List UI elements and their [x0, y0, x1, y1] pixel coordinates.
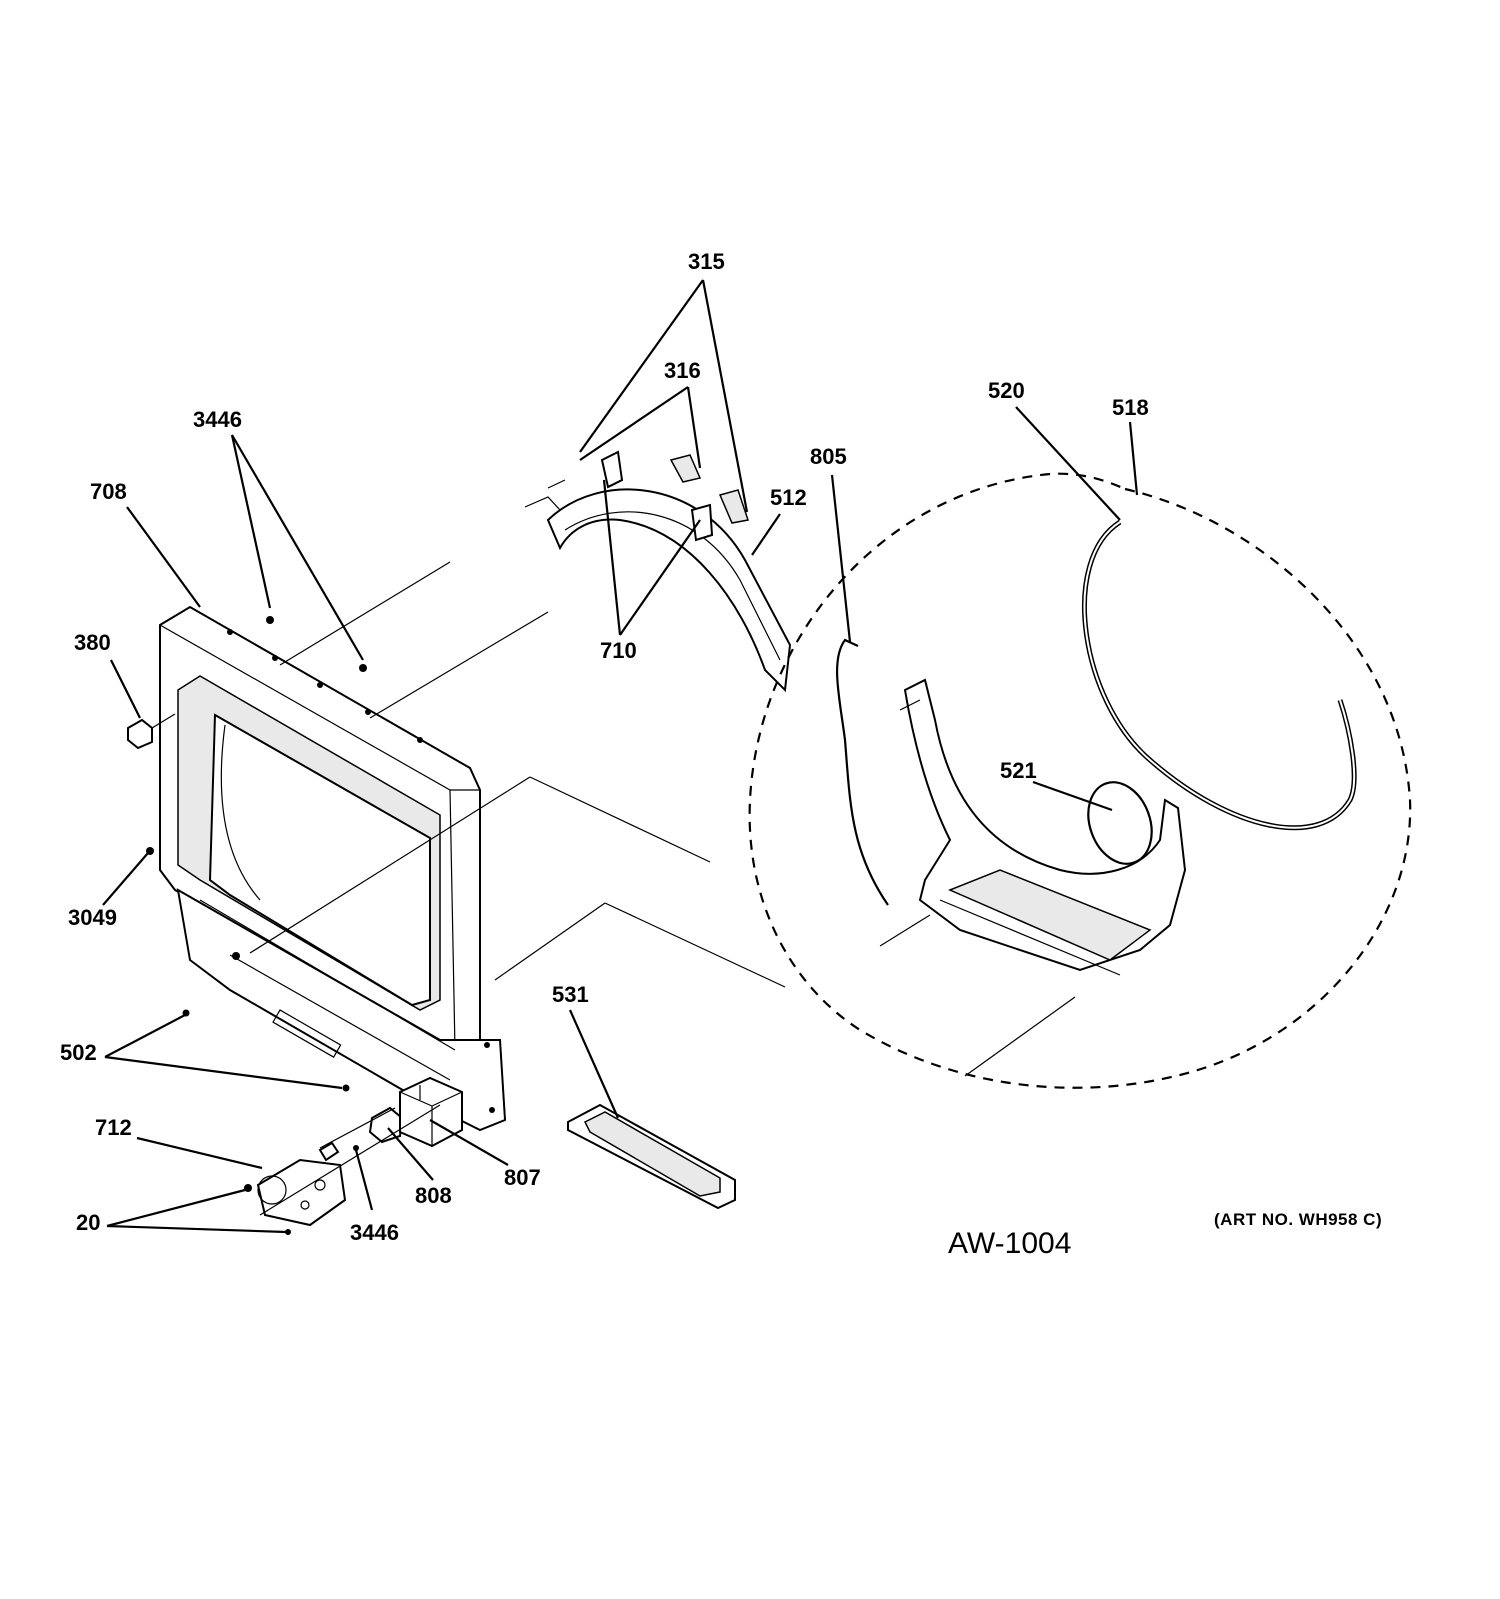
- label-521: 521: [1000, 758, 1037, 783]
- label-20: 20: [76, 1210, 100, 1235]
- art-number: (ART NO. WH958 C): [1214, 1210, 1382, 1229]
- label-708: 708: [90, 479, 127, 504]
- assembly-guide-lines: [249, 561, 1076, 1216]
- door-switch-part: [127, 713, 176, 750]
- mounting-plate-part: [256, 1141, 347, 1227]
- label-512: 512: [770, 485, 807, 510]
- label-3049: 3049: [68, 905, 117, 930]
- label-315: 315: [688, 249, 725, 274]
- control-part: [399, 1076, 463, 1148]
- drum-seal-part: [1082, 519, 1357, 831]
- screw-part: [244, 1184, 252, 1192]
- label-380: 380: [74, 630, 111, 655]
- screw-part: [359, 664, 367, 672]
- label-502: 502: [60, 1040, 97, 1065]
- label-805: 805: [810, 444, 847, 469]
- lint-filter-part: [567, 1103, 736, 1210]
- screw-part: [353, 1145, 359, 1151]
- gasket-part: [1087, 781, 1153, 865]
- screw-part: [285, 1229, 291, 1235]
- label-710: 710: [600, 638, 637, 663]
- screw-part: [266, 616, 274, 624]
- label-520: 520: [988, 378, 1025, 403]
- label-531: 531: [552, 982, 589, 1007]
- front-bulkhead-part: [899, 678, 1187, 976]
- label-3446-bottom: 3446: [350, 1220, 399, 1245]
- drum-outline: [748, 472, 1412, 1089]
- leader-lines: [102, 279, 1139, 1234]
- upper-duct-part: [524, 450, 792, 693]
- label-807: 807: [504, 1165, 541, 1190]
- screw-part: [342, 1084, 350, 1092]
- label-712: 712: [95, 1115, 132, 1140]
- label-808: 808: [415, 1183, 452, 1208]
- front-panel-part: [159, 605, 507, 1132]
- label-3446-top: 3446: [193, 407, 242, 432]
- diagram-code: AW-1004: [948, 1227, 1071, 1260]
- label-316: 316: [664, 358, 701, 383]
- label-518: 518: [1112, 395, 1149, 420]
- wire-harness-part: [836, 638, 889, 906]
